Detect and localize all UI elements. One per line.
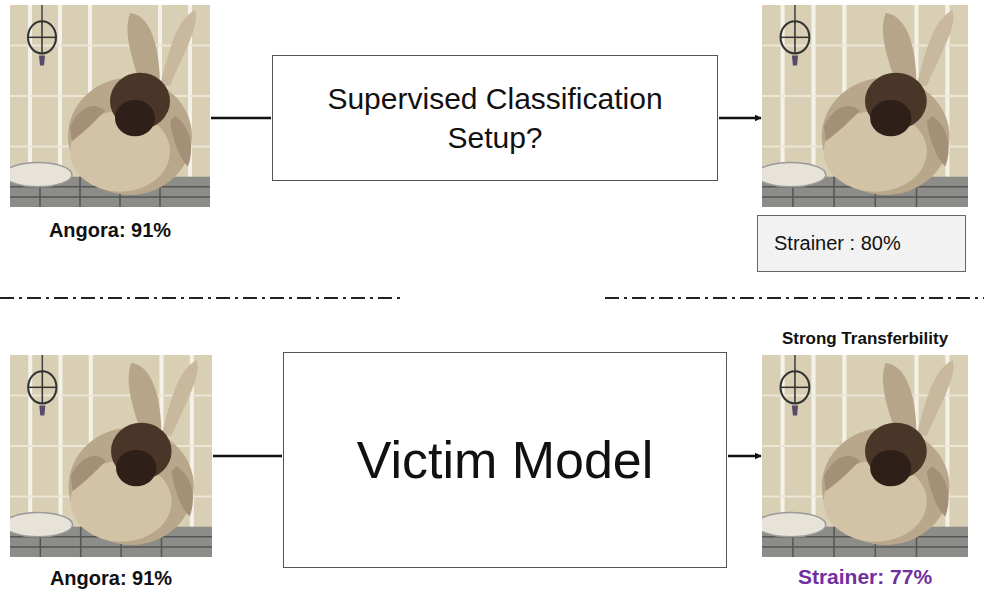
image-node: Angora: 91% <box>10 355 212 557</box>
image-node: Strainer : 80% <box>762 5 968 207</box>
rabbit-photo <box>10 355 212 557</box>
image-heading: Strong Transferbility <box>762 329 968 349</box>
process-box: Supervised Classification Setup? <box>272 55 718 181</box>
process-box: Victim Model <box>283 352 727 568</box>
image-caption: Angora: 91% <box>10 219 210 242</box>
arrow <box>728 455 761 458</box>
arrow <box>719 117 761 120</box>
rabbit-photo <box>762 355 968 557</box>
box-label: Supervised Classification Setup? <box>315 79 675 157</box>
rabbit-photo <box>10 5 210 207</box>
image-node: Angora: 91% <box>10 5 210 207</box>
image-node: Strong TransferbilityStrainer: 77% <box>762 355 968 557</box>
image-caption: Angora: 91% <box>10 567 212 590</box>
prediction-box: Strainer : 80% <box>757 215 966 272</box>
connector-line <box>213 455 282 458</box>
connector-line <box>211 117 271 120</box>
image-caption: Strainer: 77% <box>762 565 968 589</box>
rabbit-photo <box>762 5 968 207</box>
box-label: Victim Model <box>357 430 654 490</box>
